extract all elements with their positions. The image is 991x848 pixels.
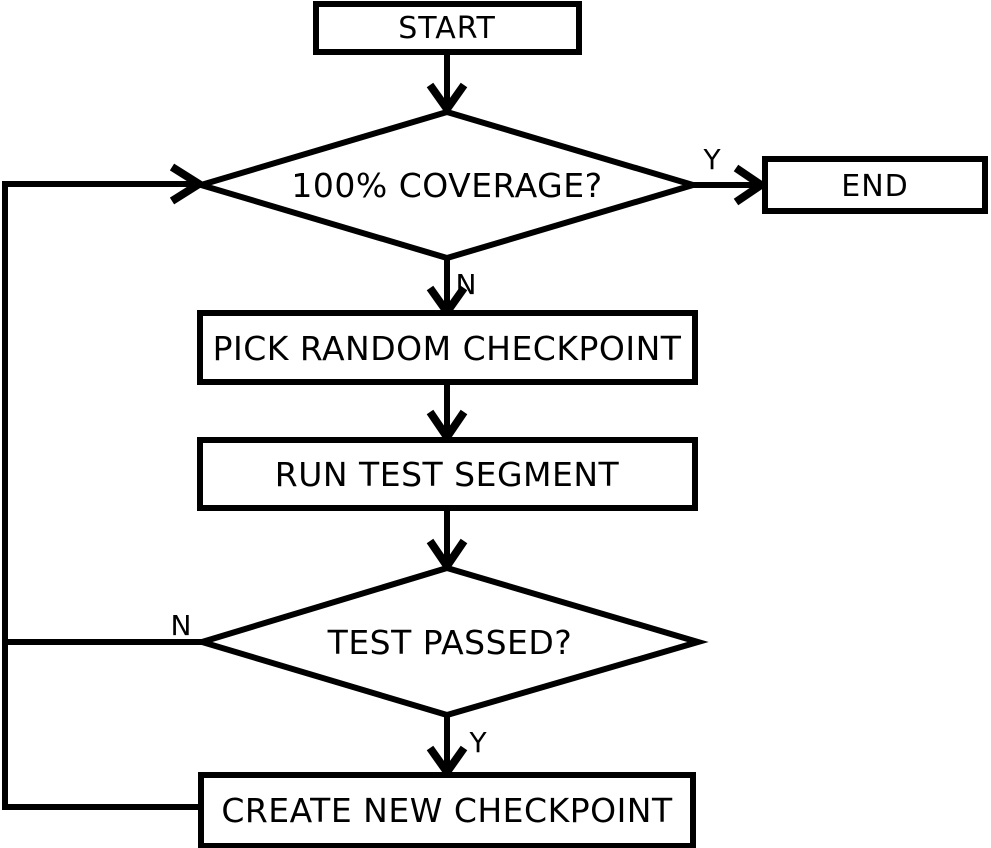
coverage-label: 100% COVERAGE? xyxy=(291,166,602,205)
node-create-new-checkpoint: CREATE NEW CHECKPOINT xyxy=(198,772,696,848)
edge-create-loopback-to-coverage xyxy=(2,181,201,810)
node-end: END xyxy=(762,156,988,214)
branch-label-coverage-no: N xyxy=(456,268,477,301)
test-passed-label: TEST PASSED? xyxy=(327,623,573,662)
node-test-passed-decision: TEST PASSED? xyxy=(191,564,709,719)
branch-label-coverage-yes: Y xyxy=(702,143,721,176)
node-run-test-segment: RUN TEST SEGMENT xyxy=(197,437,698,511)
node-start: START xyxy=(313,1,582,55)
node-coverage-decision: 100% COVERAGE? xyxy=(190,108,704,262)
end-label: END xyxy=(841,169,909,204)
arrowhead-into-end xyxy=(733,164,769,206)
coverage-diamond xyxy=(190,108,704,262)
pick-label: PICK RANDOM CHECKPOINT xyxy=(213,329,682,368)
run-label: RUN TEST SEGMENT xyxy=(275,455,620,494)
branch-label-passed-yes: Y xyxy=(468,726,487,759)
run-box xyxy=(197,437,698,511)
branch-label-passed-no: N xyxy=(171,609,192,642)
node-pick-random-checkpoint: PICK RANDOM CHECKPOINT xyxy=(197,310,698,385)
create-box xyxy=(198,772,696,848)
start-label: START xyxy=(398,11,496,46)
create-label: CREATE NEW CHECKPOINT xyxy=(221,791,673,830)
test-passed-diamond xyxy=(191,564,709,719)
start-box xyxy=(313,1,582,55)
end-box xyxy=(762,156,988,214)
pick-box xyxy=(197,310,698,385)
